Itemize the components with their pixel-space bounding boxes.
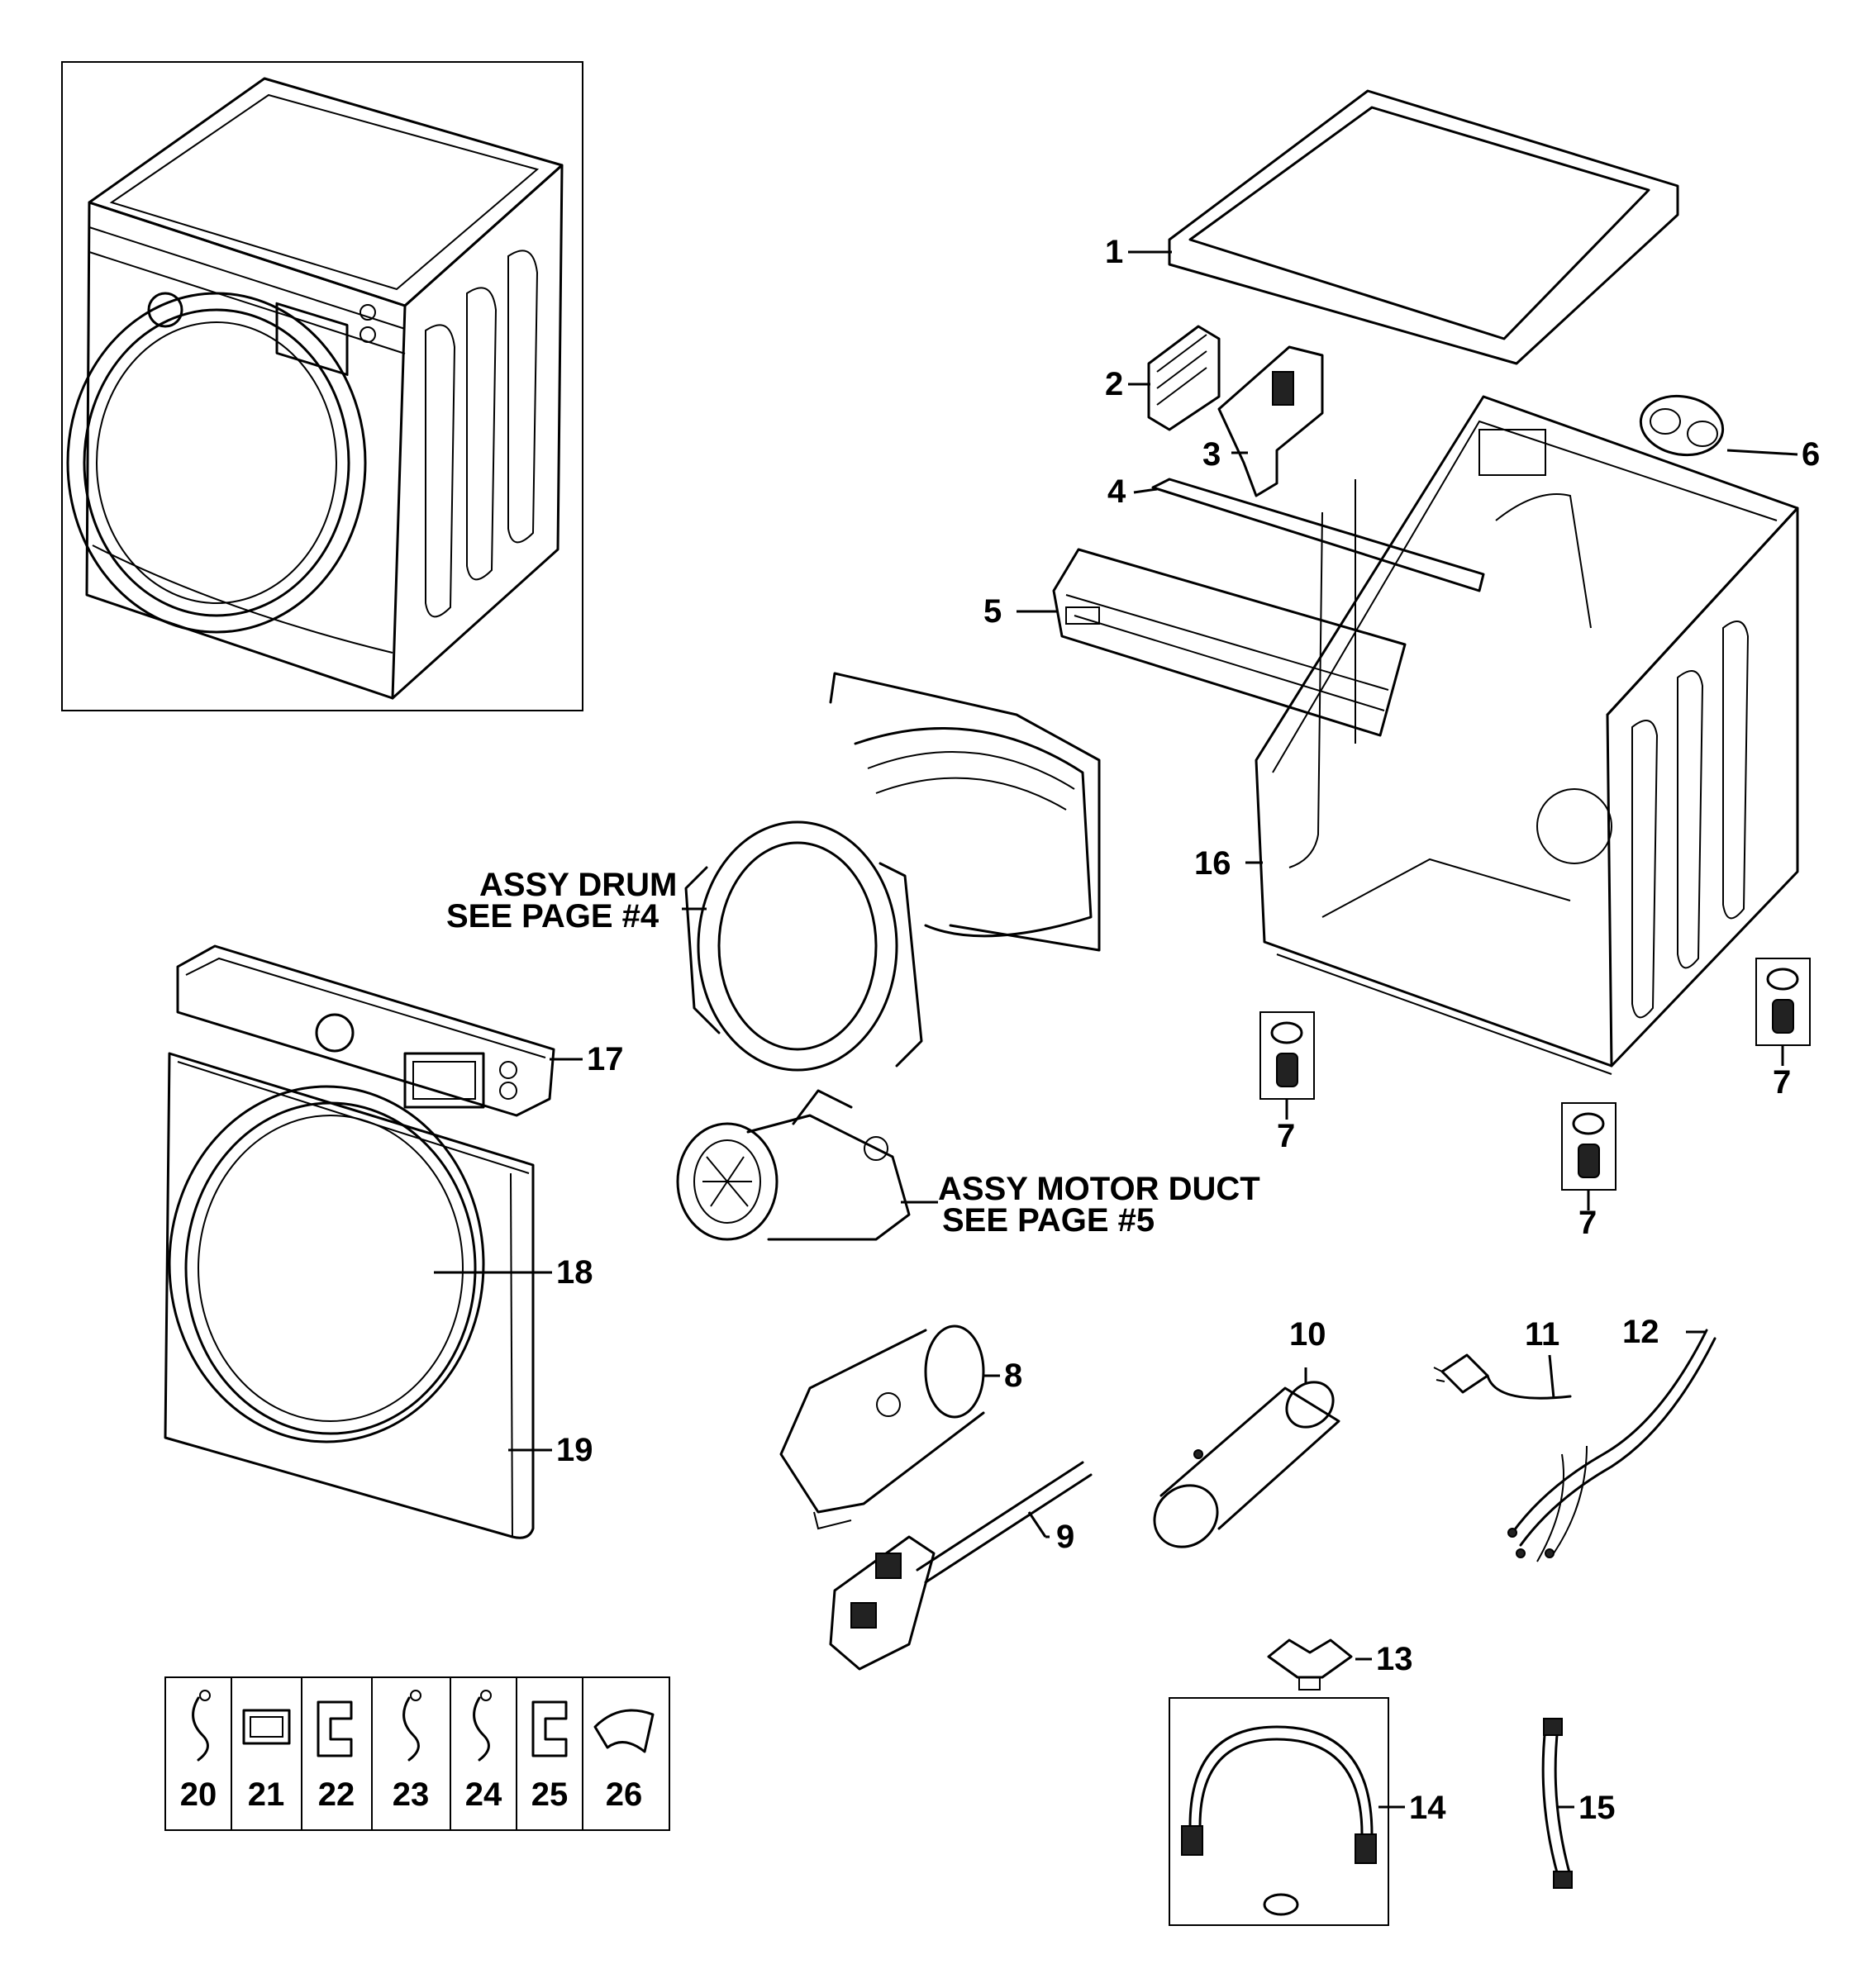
clip-number: 26 [605, 1776, 643, 1813]
wire-harness [1507, 1329, 1716, 1562]
callout-8: 8 [1004, 1358, 1023, 1394]
assembled-dryer-inset [61, 61, 583, 711]
callout-5: 5 [983, 593, 1002, 630]
callout-2: 2 [1105, 366, 1124, 402]
callout-19: 19 [556, 1432, 593, 1468]
callout-15: 15 [1578, 1790, 1616, 1826]
callout-1: 1 [1105, 234, 1124, 270]
top-panel [1168, 89, 1679, 365]
clip-number: 20 [179, 1776, 217, 1813]
leader-lines [434, 250, 1798, 1809]
clip-number: 22 [317, 1776, 355, 1813]
clip-number: 24 [464, 1776, 502, 1813]
exhaust-duct [1153, 1381, 1340, 1548]
frame-part [1052, 548, 1407, 737]
motor-note-line1: ASSY MOTOR DUCT [938, 1171, 1260, 1207]
heater-element [829, 1461, 1093, 1671]
heater-housing [779, 1324, 985, 1530]
drum-assembly-note: ASSY DRUM SEE PAGE #4 [446, 867, 678, 933]
callout-17: 17 [587, 1041, 624, 1077]
oval-cover [1639, 394, 1725, 457]
drum-assembly [684, 672, 1101, 1072]
callout-7-a: 7 [1277, 1118, 1296, 1154]
callout-7-c: 7 [1773, 1064, 1792, 1101]
callout-10: 10 [1289, 1316, 1326, 1353]
filter-part [1147, 325, 1221, 431]
motor-duct-note: ASSY MOTOR DUCT SEE PAGE #5 [938, 1171, 1260, 1239]
drum-note-line1: ASSY DRUM [479, 867, 678, 903]
callout-18: 18 [556, 1254, 593, 1291]
drain-hose [1541, 1718, 1573, 1889]
bracket-part [1217, 345, 1324, 497]
front-panel [164, 1052, 535, 1539]
y-connector [1267, 1638, 1353, 1691]
callout-9: 9 [1056, 1519, 1075, 1555]
callout-16: 16 [1194, 845, 1231, 882]
callout-14: 14 [1409, 1790, 1446, 1826]
callout-12: 12 [1622, 1314, 1659, 1350]
clip-number: 23 [392, 1776, 430, 1813]
rail-part [1151, 478, 1485, 592]
control-panel [176, 944, 555, 1117]
callout-3: 3 [1202, 436, 1221, 473]
leg-feet [1259, 958, 1811, 1191]
clip-number: 25 [531, 1776, 569, 1813]
clip-grid [164, 1676, 670, 1831]
inlet-hose [1169, 1697, 1389, 1926]
cabinet [1255, 395, 1799, 1075]
callout-11: 11 [1525, 1316, 1560, 1353]
power-cord [1433, 1353, 1572, 1400]
callout-13: 13 [1376, 1641, 1413, 1677]
clip-number: 21 [247, 1776, 285, 1813]
callout-6: 6 [1802, 436, 1821, 473]
motor-duct-assembly [676, 1089, 911, 1241]
callout-7-b: 7 [1578, 1205, 1597, 1241]
callout-4: 4 [1107, 473, 1126, 510]
drum-note-line2: SEE PAGE #4 [446, 898, 659, 934]
motor-note-line2: SEE PAGE #5 [942, 1202, 1155, 1239]
